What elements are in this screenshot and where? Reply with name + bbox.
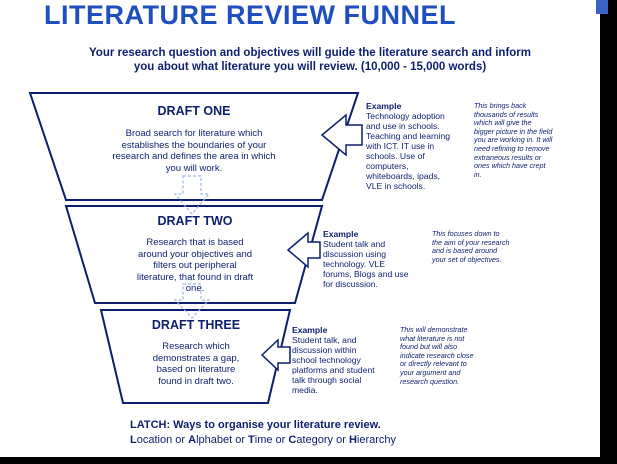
draft-three-block: DRAFT THREE Research which demonstrates … (118, 318, 274, 387)
subtitle-line-1: Your research question and objectives wi… (88, 47, 531, 59)
draft-two-block: DRAFT TWO Research that is based around … (92, 214, 298, 295)
draft-two-title: DRAFT TWO (157, 214, 233, 228)
draft-one-body-line: establishes the boundaries of your (121, 139, 267, 151)
funnel-diagram (28, 92, 363, 404)
example-line: and use in schools. (366, 121, 440, 131)
example-label: Example (292, 325, 328, 335)
left-arrow-draft-two (286, 231, 321, 269)
example-line: Student talk and (323, 239, 386, 249)
note-line: or directly relevant to (400, 359, 467, 369)
example-label: Example (323, 229, 359, 239)
slide-shadow (600, 0, 617, 464)
draft-one-body-line: Broad search for literature which (125, 128, 263, 139)
draft-three-title: DRAFT THREE (151, 318, 241, 332)
dashed-down-arrow-2 (173, 283, 211, 319)
note-line: This focuses down to (432, 229, 500, 238)
draft-two-body-line: around your objectives and (137, 248, 253, 260)
latch-initial: T (248, 434, 255, 446)
note-line: thousands of results (474, 109, 539, 119)
note-line: research question. (400, 376, 460, 386)
draft-one-note: This brings back thousands of results wh… (474, 101, 594, 179)
funnel-section-draft-three (99, 309, 292, 404)
draft-three-body: Research which demonstrates a gap, based… (118, 341, 274, 387)
draft-three-example: Example Student talk, and discussion wit… (292, 325, 400, 395)
draft-two-body-line: one. (185, 283, 205, 294)
latch-text: lphabet or (196, 434, 249, 446)
left-arrow-draft-one (320, 113, 363, 157)
example-line: technology. VLE (323, 259, 385, 269)
example-line: forums, Blogs and use (323, 269, 409, 279)
note-line: which will give the (474, 118, 532, 128)
example-line: with ICT. IT use in (366, 141, 435, 151)
note-line: in. (474, 169, 482, 179)
slide-title: LITERATURE REVIEW FUNNEL (44, 0, 456, 30)
example-line: school technology (292, 355, 361, 365)
note-line: need refining to remove (474, 143, 550, 153)
draft-one-block: DRAFT ONE Broad search for literature wh… (70, 104, 318, 174)
example-line: whiteboards, ipads, (366, 171, 441, 181)
note-line: This brings back (474, 101, 527, 110)
draft-one-body-line: research and defines the area in which (112, 151, 276, 162)
note-line: This will demonstrate (400, 325, 468, 334)
draft-two-body-line: literature, that found in draft (136, 271, 254, 283)
subtitle-line-2: you about what literature you will revie… (133, 61, 487, 73)
draft-one-title: DRAFT ONE (157, 104, 231, 118)
funnel-section-draft-one (28, 92, 360, 201)
example-line: discussion using (323, 249, 387, 259)
funnel-section-draft-two (64, 205, 324, 304)
latch-categories: Location or Alphabet or Time or Category… (130, 433, 396, 448)
note-line: you are working in. It will (474, 135, 553, 145)
latch-initial: H (348, 434, 357, 446)
draft-three-body-line: Research which (162, 341, 230, 352)
note-line: extraneous results or (474, 152, 542, 162)
note-line: your set of objectives. (432, 254, 502, 264)
example-line: talk through social (292, 375, 362, 385)
example-line: media. (292, 385, 318, 395)
left-arrow-draft-three (260, 338, 291, 372)
corner-tint (596, 0, 608, 14)
example-line: computers, (366, 161, 409, 171)
latch-text: ime or (254, 434, 289, 446)
latch-heading: LATCH: Ways to organise your literature … (130, 419, 381, 431)
draft-two-body-line: Research that is based (146, 237, 244, 248)
draft-one-body: Broad search for literature which establ… (70, 128, 318, 174)
example-line: discussion within (292, 345, 357, 355)
note-line: your argument and (400, 367, 461, 377)
draft-two-body: Research that is based around your objec… (92, 237, 298, 295)
draft-three-body-line: demonstrates a gap, (152, 352, 240, 364)
example-line: platforms and student (292, 365, 375, 375)
example-line: for discussion. (323, 279, 378, 289)
latch-initial: A (188, 434, 197, 446)
latch-initial: C (288, 434, 297, 446)
note-line: and is based around (432, 246, 498, 256)
draft-three-body-line: based on literature (156, 364, 236, 375)
example-line: Technology adoption (366, 111, 445, 121)
draft-three-note: This will demonstrate what literature is… (400, 325, 520, 386)
example-line: VLE in schools. (366, 181, 426, 191)
dashed-down-arrow-1 (173, 175, 211, 215)
example-line: schools. Use of (366, 151, 425, 161)
note-line: found but will also (400, 342, 458, 352)
draft-one-body-line: you will work. (165, 162, 223, 174)
latch-text: ierarchy (356, 434, 397, 446)
latch-section: LATCH: Ways to organise your literature … (130, 418, 396, 448)
example-line: Teaching and learning (366, 131, 451, 141)
note-line: ones which have crept (474, 161, 546, 171)
note-line: what literature is not (400, 333, 465, 343)
note-line: indicate research close (400, 350, 474, 360)
example-label: Example (366, 101, 402, 111)
draft-two-example: Example Student talk and discussion usin… (323, 229, 433, 289)
example-line: Student talk, and (292, 335, 357, 345)
draft-two-note: This focuses down to the aim of your res… (432, 229, 552, 264)
note-line: bigger picture in the field (474, 126, 553, 136)
slide-subtitle: Your research question and objectives wi… (30, 46, 590, 74)
latch-text: ocation or (136, 434, 189, 446)
draft-two-body-line: filters out peripheral (153, 260, 237, 271)
latch-initial: L (130, 434, 137, 446)
draft-three-body-line: found in draft two. (158, 375, 234, 387)
draft-one-example: Example Technology adoption and use in s… (366, 101, 476, 191)
note-line: the aim of your research (432, 237, 510, 247)
latch-text: ategory or (296, 434, 349, 446)
